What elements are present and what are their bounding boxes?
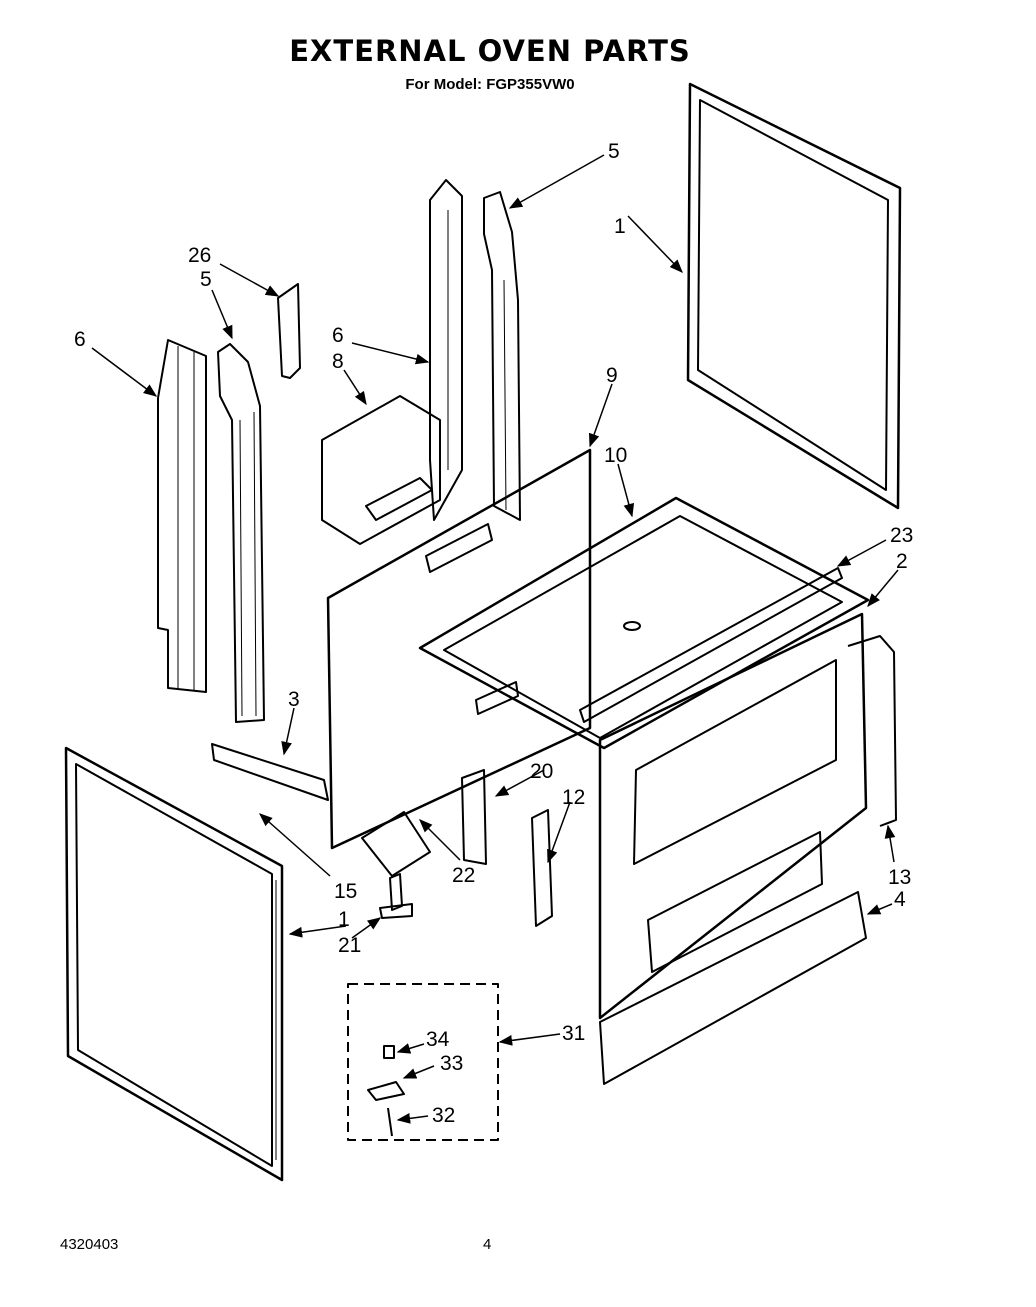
lower-panel xyxy=(599,891,867,1085)
leg-bracket xyxy=(361,811,431,877)
callout-1-right: 1 xyxy=(614,215,626,238)
callout-34: 34 xyxy=(426,1028,450,1051)
gasket-13 xyxy=(847,635,897,827)
callout-32: 32 xyxy=(432,1104,455,1127)
callout-12: 12 xyxy=(562,786,585,809)
callout-5-right: 5 xyxy=(608,140,620,163)
back-panel xyxy=(326,448,592,850)
rail-center xyxy=(429,179,463,521)
callout-1-left: 1 xyxy=(338,908,350,931)
callout-4: 4 xyxy=(894,888,906,911)
callout-33: 33 xyxy=(440,1052,463,1075)
side-panel-right xyxy=(686,82,902,510)
leader-lines xyxy=(91,154,899,1124)
rail-left-bracket xyxy=(217,343,265,723)
page-title: EXTERNAL OVEN PARTS xyxy=(289,34,691,68)
front-frame xyxy=(598,612,868,1020)
callout-15: 15 xyxy=(334,880,357,903)
callout-2: 2 xyxy=(896,550,908,573)
callout-6-left: 6 xyxy=(74,328,86,351)
callout-9: 9 xyxy=(606,364,618,387)
callout-20: 20 xyxy=(530,760,553,783)
rail-left-outer xyxy=(157,339,207,693)
side-panel-left xyxy=(64,746,284,1182)
callout-8: 8 xyxy=(332,350,344,373)
callout-22: 22 xyxy=(452,864,475,887)
vent-strip xyxy=(211,743,329,801)
rail-right-bracket xyxy=(483,191,521,521)
model-subtitle: For Model: FGP355VW0 xyxy=(405,76,575,93)
document-number: 4320403 xyxy=(60,1236,119,1253)
bracket-20 xyxy=(461,769,487,865)
callout-10: 10 xyxy=(604,444,627,467)
callout-21: 21 xyxy=(338,934,361,957)
callout-13: 13 xyxy=(888,866,911,889)
burner-box xyxy=(321,395,441,545)
page-number: 4 xyxy=(483,1236,492,1253)
callout-23: 23 xyxy=(890,524,913,547)
callout-5-left: 5 xyxy=(200,268,212,291)
callout-26: 26 xyxy=(188,244,211,267)
kit-box-31 xyxy=(347,983,499,1141)
leveling-leg xyxy=(379,873,413,919)
callout-6-center: 6 xyxy=(332,324,344,347)
callout-31: 31 xyxy=(562,1022,585,1045)
callout-3: 3 xyxy=(288,688,300,711)
strip-23 xyxy=(579,567,843,723)
bracket-26 xyxy=(277,283,301,379)
bracket-12 xyxy=(531,809,553,927)
